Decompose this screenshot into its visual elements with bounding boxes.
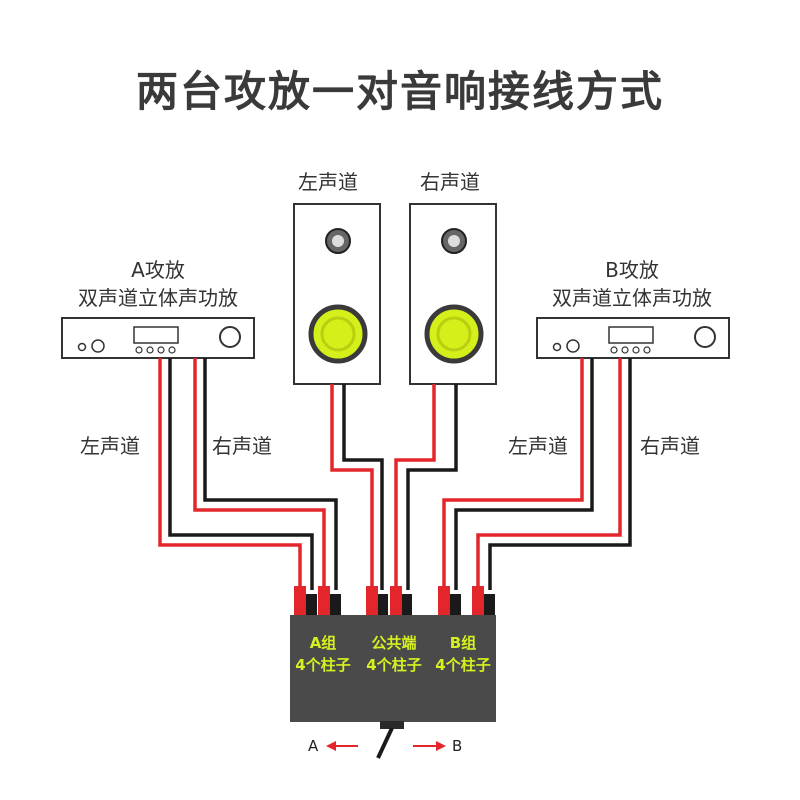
speaker-wires: [330, 384, 458, 590]
amp-b-right-black-wire: [488, 358, 632, 590]
right-speaker-black-wire: [406, 384, 458, 590]
switch-lever-icon: [376, 727, 394, 759]
group-b-count: 4个柱子: [435, 656, 491, 674]
amp-b-left-black-wire: [454, 358, 594, 590]
group-a-count: 4个柱子: [295, 656, 351, 674]
amp-b-right-channel-label: 右声道: [640, 434, 700, 458]
right-speaker: [409, 203, 497, 385]
switch-left-arrow-icon: [326, 741, 358, 751]
amp-a-right-channel-label: 右声道: [212, 434, 272, 458]
amp-a-wires: [158, 358, 338, 590]
left-speaker: [293, 203, 381, 385]
amp-a-desc: 双声道立体声功放: [78, 286, 238, 310]
amp-b-desc: 双声道立体声功放: [552, 286, 712, 310]
switch-right-arrow-icon: [413, 741, 446, 751]
left-woofer-icon: [308, 304, 368, 364]
amp-b-knob-icon: [694, 326, 716, 348]
amp-a-name: A攻放: [131, 258, 185, 282]
amp-b-wires: [442, 358, 632, 590]
amp-a-left-black-wire: [168, 358, 314, 590]
common-count: 4个柱子: [366, 656, 422, 674]
amp-b-device: [536, 317, 730, 359]
amp-a-device: [61, 317, 255, 359]
group-a-title: A组: [309, 634, 337, 652]
common-title: 公共端: [371, 634, 417, 652]
amp-b-left-red-wire: [442, 358, 584, 590]
amp-b-left-channel-label: 左声道: [508, 434, 568, 458]
amp-a-display: [133, 326, 179, 344]
amp-a-knob-icon: [219, 326, 241, 348]
amp-a-left-channel-label: 左声道: [80, 434, 140, 458]
group-b-title: B组: [449, 634, 477, 652]
amp-b-name: B攻放: [605, 258, 659, 282]
connector-plugs: [294, 586, 495, 616]
amp-b-label: B攻放 双声道立体声功放: [512, 256, 752, 312]
page-title: 两台攻放一对音响接线方式: [135, 67, 664, 116]
amp-a-left-red-wire: [158, 358, 302, 590]
switch-box: [290, 615, 496, 722]
amp-b-display: [608, 326, 654, 344]
amp-a-right-black-wire: [203, 358, 338, 590]
right-speaker-label: 右声道: [420, 170, 480, 194]
left-speaker-label: 左声道: [298, 170, 358, 194]
left-speaker-black-wire: [342, 384, 384, 590]
group-a-label: A组 4个柱子: [292, 632, 354, 676]
right-woofer-icon: [424, 304, 484, 364]
switch-a-label: A: [308, 737, 319, 755]
left-speaker-red-wire: [330, 384, 374, 590]
amp-a-label: A攻放 双声道立体声功放: [38, 256, 278, 312]
group-b-label: B组 4个柱子: [432, 632, 494, 676]
right-speaker-red-wire: [394, 384, 436, 590]
switch-b-label: B: [452, 737, 463, 755]
amp-b-right-red-wire: [476, 358, 622, 590]
common-label: 公共端 4个柱子: [360, 632, 428, 676]
amp-a-right-red-wire: [193, 358, 326, 590]
switch-base: [380, 721, 404, 729]
